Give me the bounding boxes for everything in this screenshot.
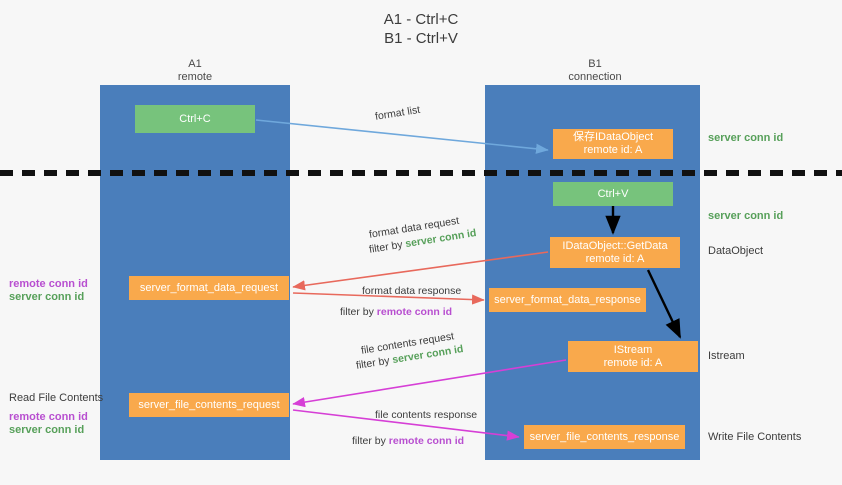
filter-value-remote-conn-id: remote conn id xyxy=(376,306,453,318)
box-ctrl-c[interactable]: Ctrl+C xyxy=(135,105,255,133)
arrow-format-data-response xyxy=(292,292,485,305)
arrow-format-list xyxy=(255,119,549,154)
box-save-idataobject-line2: remote id: A xyxy=(583,144,643,156)
annotation-server-conn-id-top: server conn id xyxy=(708,132,784,144)
swimlane-b1-name: B1 xyxy=(588,58,602,70)
box-server-file-contents-response[interactable]: server_file_contents_response xyxy=(524,425,685,449)
swimlane-a1-header: A1 remote xyxy=(120,58,270,84)
box-ctrl-v-label: Ctrl+V xyxy=(597,187,629,200)
edge-label-format-data-response-filter: filter by remote conn id xyxy=(340,305,452,319)
annotation-remote-conn-id-2: remote conn id xyxy=(9,411,88,423)
box-server-file-contents-response-label: server_file_contents_response xyxy=(529,430,680,443)
title-line-2: B1 - Ctrl+V xyxy=(384,30,458,47)
swimlane-a1-subtitle: remote xyxy=(177,71,213,83)
arrow-file-contents-response xyxy=(292,409,520,441)
swimlane-b1-subtitle: connection xyxy=(568,71,622,83)
annotation-write-file-contents: Write File Contents xyxy=(708,431,802,443)
box-ctrl-v[interactable]: Ctrl+V xyxy=(553,182,673,206)
edge-label-format-data-response: format data response xyxy=(362,284,461,298)
arrow-getdata-to-istream xyxy=(646,269,682,339)
filter-prefix: filter by xyxy=(352,435,389,447)
swimlane-b1-header: B1 connection xyxy=(520,58,670,84)
box-server-format-data-response-label: server_format_data_response xyxy=(494,293,641,306)
box-save-idataobject[interactable]: 保存IDataObject remote id: A xyxy=(553,129,673,159)
box-ctrl-c-label: Ctrl+C xyxy=(179,112,211,125)
filter-prefix: filter by xyxy=(340,306,377,318)
filter-value-remote-conn-id: remote conn id xyxy=(388,435,465,447)
annotation-server-conn-id-mid: server conn id xyxy=(708,210,784,222)
box-idataobject-getdata-line1: IDataObject::GetData xyxy=(562,239,668,252)
diagram-title: A1 - Ctrl+C B1 - Ctrl+V xyxy=(0,10,842,48)
edge-label-file-contents-response: file contents response xyxy=(375,408,477,422)
box-istream-line1: IStream xyxy=(613,343,653,356)
box-istream[interactable]: IStream remote id: A xyxy=(568,341,698,372)
edge-label-format-data-response-text: format data response xyxy=(362,285,462,297)
box-server-format-data-request-label: server_format_data_request xyxy=(139,281,279,294)
box-server-file-contents-request[interactable]: server_file_contents_request xyxy=(129,393,289,417)
box-idataobject-getdata-line2: remote id: A xyxy=(585,252,645,265)
annotation-server-conn-id-2: server conn id xyxy=(9,424,85,436)
arrow-file-contents-request xyxy=(292,359,567,408)
box-server-format-data-request[interactable]: server_format_data_request xyxy=(129,276,289,300)
box-istream-line2: remote id: A xyxy=(603,356,663,369)
edge-label-file-contents-response-filter: filter by remote conn id xyxy=(352,434,464,448)
annotation-remote-conn-id-1: remote conn id xyxy=(9,278,88,290)
annotation-read-file-contents: Read File Contents xyxy=(9,392,104,404)
annotation-conn-id-pair-top: remote conn id server conn id xyxy=(9,278,88,304)
annotation-istream: Istream xyxy=(708,350,745,362)
annotation-conn-id-pair-bottom: remote conn id server conn id xyxy=(9,411,88,437)
box-server-format-data-response[interactable]: server_format_data_response xyxy=(489,288,646,312)
edge-label-file-contents-response-text: file contents response xyxy=(375,409,478,421)
box-idataobject-getdata[interactable]: IDataObject::GetData remote id: A xyxy=(550,237,680,268)
title-line-1: A1 - Ctrl+C xyxy=(383,11,459,28)
box-server-file-contents-request-label: server_file_contents_request xyxy=(138,398,280,411)
arrow-format-data-request xyxy=(292,251,549,291)
annotation-dataobject: DataObject xyxy=(708,245,764,257)
box-save-idataobject-line1: 保存IDataObject xyxy=(572,131,654,143)
annotation-server-conn-id-1: server conn id xyxy=(9,291,85,303)
swimlane-a1-name: A1 xyxy=(188,58,202,70)
